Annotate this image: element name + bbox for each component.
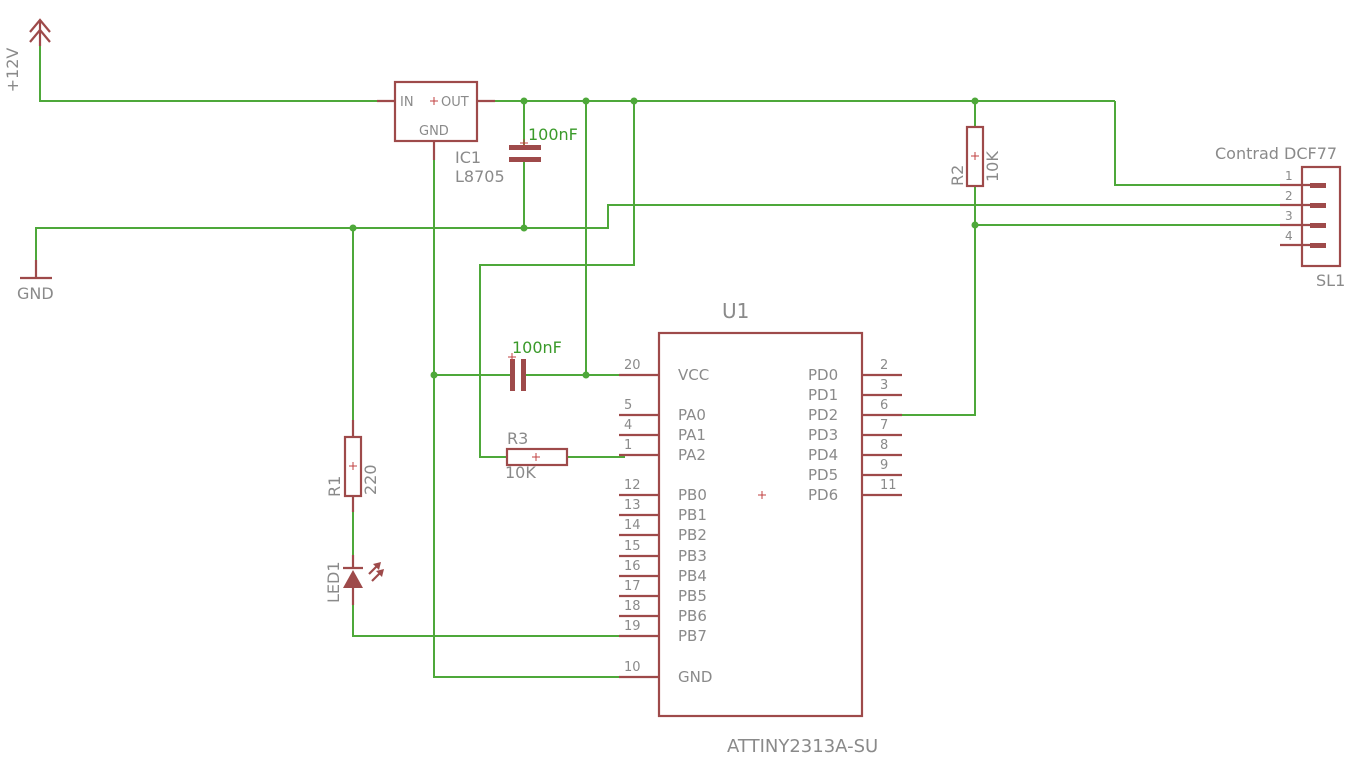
mcu-name: U1 (722, 299, 749, 323)
mcu-pin-label: PD1 (808, 386, 838, 404)
mcu-pin-number: 7 (880, 418, 888, 433)
mcu-pin-number: 1 (624, 438, 632, 453)
mcu-pin-label: PB3 (678, 547, 707, 565)
resistor-r2: R2 10K (948, 125, 1002, 188)
junction (582, 371, 590, 379)
mcu-pin-label: PD5 (808, 466, 838, 484)
junction (520, 97, 528, 105)
mcu-pin-label: PB4 (678, 567, 707, 585)
capacitor-c2: 100nF (508, 338, 562, 391)
connector-sl1: 1 2 3 4 Contrad DCF77 SL1 (1215, 144, 1345, 290)
mcu-pin-number: 2 (880, 358, 888, 373)
led-name: LED1 (324, 561, 343, 603)
mcu-pin-label: PD6 (808, 486, 838, 504)
mcu-pin-number: 13 (624, 498, 641, 513)
mcu-pin-number: 5 (624, 398, 632, 413)
mcu-pin-number: 17 (624, 579, 641, 594)
r2-value: 10K (983, 151, 1002, 182)
mcu-pin-label: PA0 (678, 406, 706, 424)
connector-title: Contrad DCF77 (1215, 144, 1337, 163)
mcu-pin-label: PD3 (808, 426, 838, 444)
net-12v (39, 30, 395, 102)
regulator-pin-gnd: GND (419, 124, 449, 139)
mcu-pin-number: 4 (624, 418, 632, 433)
gnd-symbol: GND (17, 260, 54, 303)
junction (430, 371, 438, 379)
mcu-pin-label: VCC (678, 366, 709, 384)
net-r3-pullup (479, 101, 635, 458)
mcu-pin-number: 11 (880, 478, 897, 493)
c2-value: 100nF (512, 338, 562, 357)
connector-name: SL1 (1316, 271, 1345, 290)
r1-value: 220 (361, 464, 380, 495)
sl1-pin-number: 1 (1285, 169, 1293, 183)
junction (520, 224, 528, 232)
junction (630, 97, 638, 105)
r3-value: 10K (505, 463, 536, 482)
capacitor-c1: 100nF (509, 125, 578, 162)
net-gnd (35, 204, 1300, 275)
mcu-pin-label: PB5 (678, 587, 707, 605)
junction (971, 97, 979, 105)
mcu-pin-number: 18 (624, 599, 641, 614)
mcu-pin-number: 8 (880, 438, 888, 453)
gnd-label: GND (17, 284, 54, 303)
mcu-pin-number: 6 (880, 398, 888, 413)
mcu-pin-label: PB2 (678, 526, 707, 544)
regulator-value: L8705 (455, 167, 505, 186)
mcu-pin-label: GND (678, 668, 712, 686)
mcu-pin-label: PD4 (808, 446, 838, 464)
mcu-part: ATTINY2313A-SU (727, 736, 878, 757)
mcu-pin-label: PB0 (678, 486, 707, 504)
junction (349, 224, 357, 232)
r3-name: R3 (507, 429, 528, 448)
mcu-pin-label: PB1 (678, 506, 707, 524)
junction (582, 97, 590, 105)
mcu-pin-label: PA2 (678, 446, 706, 464)
regulator-ic1: IN OUT GND IC1 L8705 (377, 80, 505, 186)
mcu-pin-number: 15 (624, 539, 641, 554)
resistor-r1: R1 220 (325, 420, 380, 512)
mcu-pin-label: PA1 (678, 426, 706, 444)
mcu-pin-label: PD0 (808, 366, 838, 384)
r2-name: R2 (948, 165, 967, 186)
mcu-pin-number: 16 (624, 559, 641, 574)
mcu-pin-number: 20 (624, 358, 641, 373)
r1-name: R1 (325, 476, 344, 497)
junction (971, 221, 979, 229)
regulator-pin-in: IN (400, 95, 414, 110)
mcu-pin-number: 3 (880, 378, 888, 393)
mcu-pin-number: 12 (624, 478, 641, 493)
sl1-pin-number: 2 (1285, 189, 1293, 203)
regulator-name: IC1 (455, 148, 481, 167)
mcu-pin-label: PB6 (678, 607, 707, 625)
net-pd2 (900, 186, 976, 416)
regulator-pin-out: OUT (441, 95, 469, 110)
mcu-pin-number: 10 (624, 660, 641, 675)
sl1-pin-number: 4 (1285, 229, 1293, 243)
mcu-pin-number: 19 (624, 619, 641, 634)
mcu-pin-number: 14 (624, 518, 641, 533)
sl1-pin-number: 3 (1285, 209, 1293, 223)
wires (35, 30, 1300, 678)
net-gnd-mcu (433, 141, 625, 678)
net-led-pb7 (352, 605, 625, 637)
mcu-pin-label: PB7 (678, 627, 707, 645)
vcc-12v-symbol: +12V (3, 18, 51, 93)
c1-value: 100nF (528, 125, 578, 144)
led-led1: LED1 (324, 555, 384, 605)
resistor-r3: R3 10K (505, 429, 569, 482)
net-5v-to-sl1-pin1 (1114, 101, 1300, 186)
mcu-pin-label: PD2 (808, 406, 838, 424)
mcu-pin-number: 9 (880, 458, 888, 473)
vcc-label: +12V (3, 48, 22, 93)
